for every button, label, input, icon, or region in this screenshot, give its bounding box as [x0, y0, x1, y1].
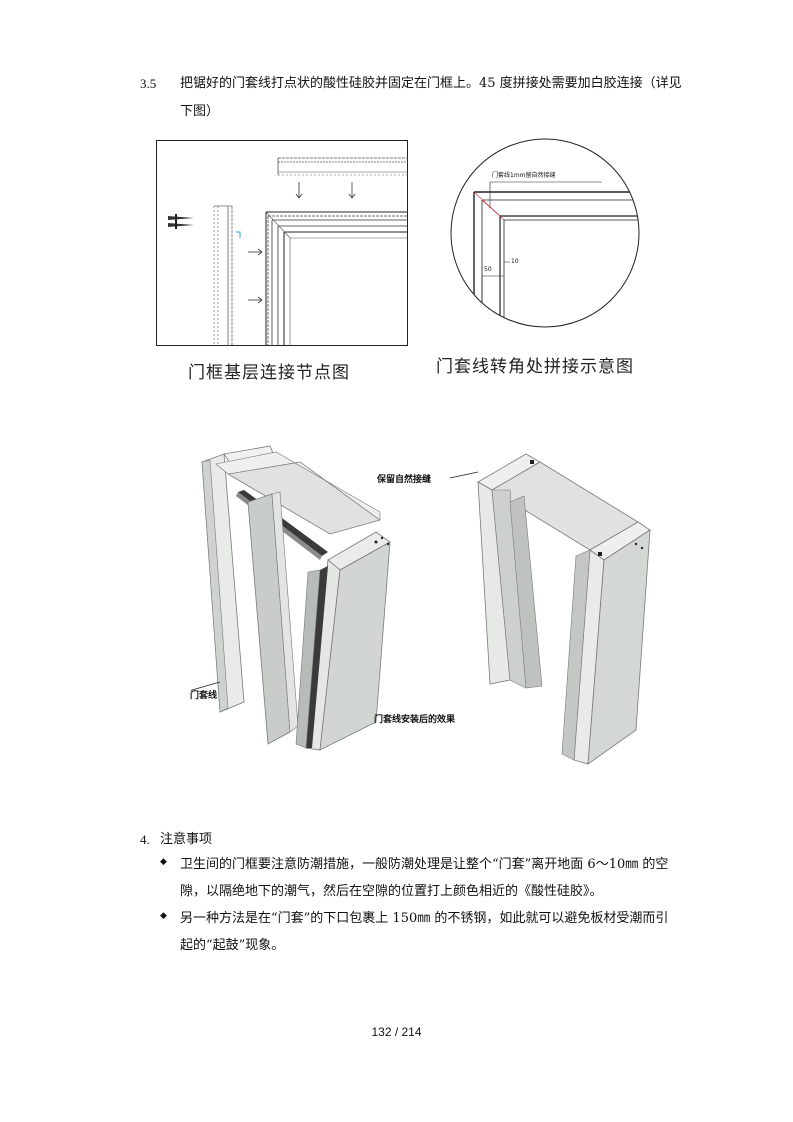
seam-1mm-label: 门套线1mm留自然接缝	[492, 172, 556, 179]
note-item-2-line2: 起的“起鼓”现象。	[180, 938, 285, 953]
left-figure-caption: 门框基层连接节点图	[188, 363, 350, 383]
right-figure-caption: 门套线转角处拼接示意图	[436, 357, 634, 377]
page-number: 132 / 214	[371, 1025, 422, 1039]
bullet-icon: ◆	[160, 857, 167, 867]
casing-leader-line	[191, 681, 221, 691]
installed-effect-label: 门套线安装后的效果	[374, 715, 456, 725]
bullet-icon: ◆	[160, 911, 167, 921]
section-text-line1: 把锯好的门套线打点状的酸性硅胶并固定在门框上。45 度拼接处需要加白胶连接（详见	[180, 76, 682, 91]
section-text-line2: 下图）	[180, 104, 220, 119]
door-casing-3d-illustration	[191, 445, 651, 765]
casing-label: 门套线	[190, 691, 218, 701]
section-number: 3.5	[140, 76, 157, 91]
note-item-1-line1: 卫生间的门框要注意防潮措施，一般防潮处理是让整个“门套”离开地面 6～10㎜ 的…	[180, 857, 669, 872]
notes-title: 注意事项	[160, 832, 213, 847]
notes-number: 4.	[140, 832, 150, 847]
natural-seam-label: 保留自然接缝	[377, 475, 432, 485]
door-frame-base-node-drawing	[156, 140, 408, 346]
dim-50-label: 50	[484, 266, 492, 273]
right-door-frame-assembled	[449, 453, 651, 765]
casing-corner-splice-detail	[450, 138, 640, 328]
note-item-1-line2: 隙，以隔绝地下的潮气，然后在空隙的位置打上颜色相近的《酸性硅胶》。	[180, 884, 603, 899]
left-door-frame-exploded	[201, 445, 391, 751]
dim-10-label: 10	[511, 258, 519, 265]
note-item-2-line1: 另一种方法是在“门套”的下口包裹上 150㎜ 的不锈钢，如此就可以避免板材受潮而…	[180, 911, 669, 926]
